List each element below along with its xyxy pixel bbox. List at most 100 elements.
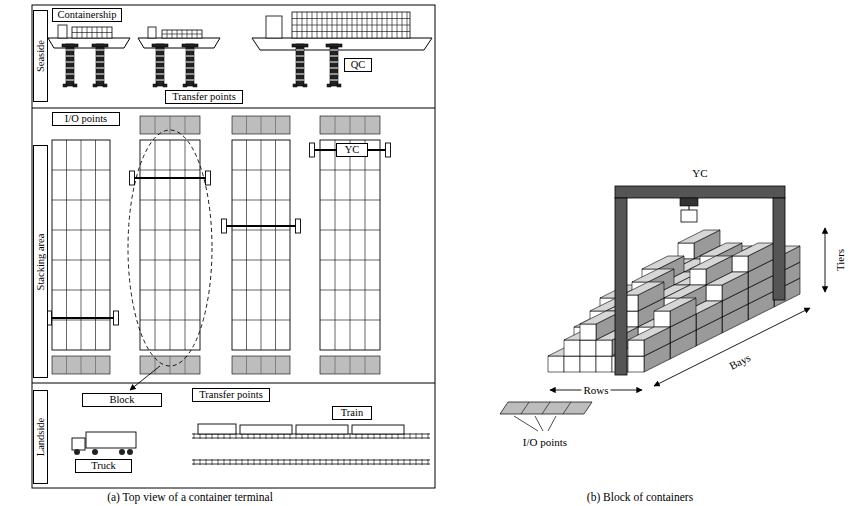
quay-crane-wheel [153,84,157,87]
quay-crane-stripe [296,80,304,81]
yard-crane-leg [386,143,391,157]
box-label: Train [341,407,363,419]
container-front [596,340,612,356]
quay-crane-stripe [156,62,164,63]
tiers-arrow [825,228,826,292]
ship-containers-line [72,32,112,33]
io-point-divider [95,356,96,374]
label-box: Containership [52,8,122,22]
container-front [596,356,612,372]
stack-row-line [246,140,247,350]
gantry-leg [615,198,627,375]
ship-containers-line [162,34,202,35]
label-box: Transfer points [165,90,243,104]
quay-crane-beam [92,44,108,47]
yard-crane-leg [114,311,119,325]
quay-crane-stripe [96,56,104,57]
io-point-divider [542,402,550,414]
quay-crane-stripe [330,50,338,51]
quay-crane-wheel [303,84,307,87]
stack-row-line [170,140,171,350]
quay-crane-stripe [66,56,74,57]
stack-bay-line [320,260,380,261]
quay-crane-wheel [327,84,331,87]
quay-crane-stripe [330,56,338,57]
quay-crane-wheel [73,84,77,87]
caption: (b) Block of containers [587,491,693,504]
rail [192,460,430,461]
stack-bay-line [140,200,200,201]
io-point-divider [261,356,262,374]
ship-cabin [148,27,156,38]
box-label: QC [351,59,366,71]
quay-crane [330,44,338,86]
ship-containers [162,30,202,38]
ship-containers [292,12,410,38]
quay-crane-stripe [66,68,74,69]
quay-crane-beam [326,44,342,47]
label-box: Train [332,406,372,420]
stack-bay-line [320,230,380,231]
quay-crane-beam [152,44,168,47]
stack-row-line [335,140,336,350]
bays-arrow [654,308,810,386]
container-top [632,269,674,282]
quay-crane-wheel [93,84,97,87]
region-name: Landside [35,418,47,457]
gantry-trolley [680,198,698,206]
stack-row-line [261,140,262,350]
leader-arrow [130,366,160,390]
stack-bay-line [232,320,290,321]
container-front [628,356,644,372]
container-top [654,298,696,311]
quay-crane-wheel [337,84,341,87]
lifted-container [681,210,697,222]
rail [192,438,430,439]
hoist-cable [689,206,690,210]
quay-crane-wheel [163,84,167,87]
io-point-pad [52,356,110,374]
box-label: Transfer points [199,389,263,401]
io-point-divider [275,356,276,374]
io-point-divider [261,116,262,134]
rail [192,464,430,465]
stack-block [320,140,380,350]
yard-crane-girder [49,317,116,319]
container-top [706,272,748,285]
io-point-divider [335,116,336,134]
io-point-pad [500,402,592,414]
stack-bay-line [320,200,380,201]
quay-crane-wheel [103,84,107,87]
caption: (a) Top view of a container terminal [107,491,273,504]
quay-crane [186,44,194,86]
stack-bay-line [232,260,290,261]
io-point-divider [275,116,276,134]
label-box: Truck [75,459,132,473]
dimension-label: Tiers [834,249,847,271]
train-wagon [240,425,292,434]
stack-row-line [185,140,186,350]
container-front [580,356,596,372]
container-top [622,282,664,295]
yard-crane-leg [206,171,211,185]
terminal-frame [32,5,435,488]
ship-containers-line [292,18,410,19]
quay-crane [66,44,74,86]
quay-crane-stripe [330,80,338,81]
ship-cabin [58,25,67,38]
quay-crane-stripe [156,74,164,75]
quay-crane-stripe [156,80,164,81]
io-point-divider [66,356,67,374]
quay-crane-stripe [156,56,164,57]
io-point-divider [563,402,571,414]
label-box: I/O points [52,112,120,126]
quay-crane [96,44,104,86]
quay-crane-stripe [186,62,194,63]
quay-crane [296,44,304,86]
container-front [690,269,706,285]
stack-bay-line [52,170,110,171]
io-point-divider [170,356,171,374]
io-point-divider [350,116,351,134]
